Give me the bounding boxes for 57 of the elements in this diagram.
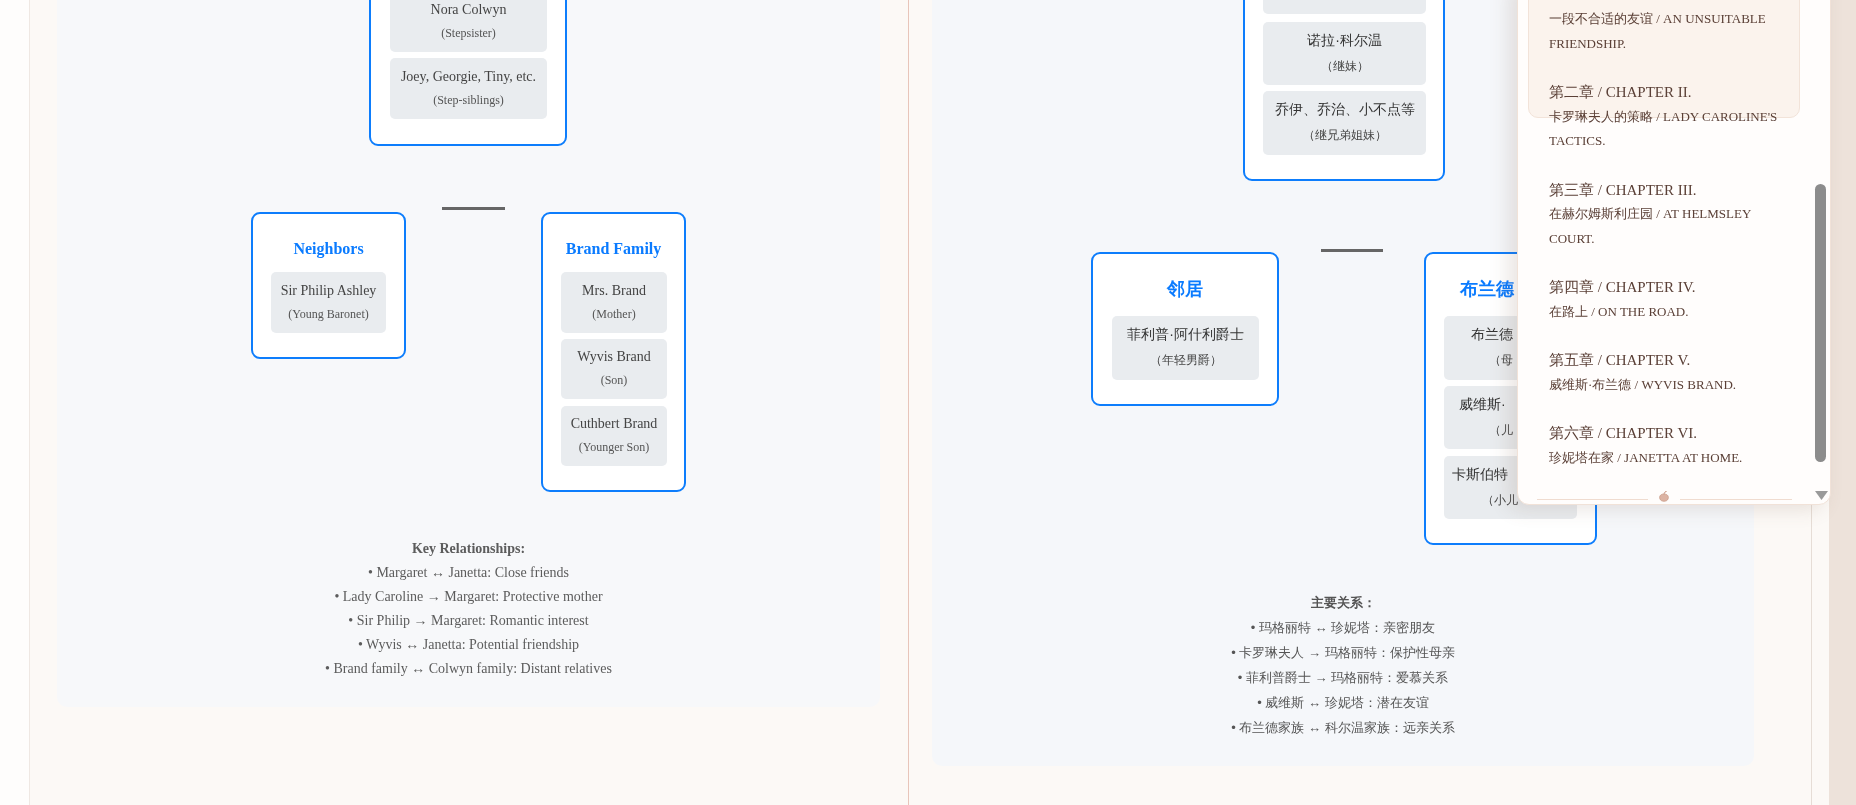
relationship-item: • 菲利普爵士 → 玛格丽特：爱慕关系 <box>1237 669 1449 687</box>
group-box <box>541 212 686 492</box>
group-title: 布兰德 <box>1460 278 1514 301</box>
character-name: Mrs. Brand <box>582 281 646 300</box>
chapter-heading: 第四章 / CHAPTER IV. <box>1549 278 1696 297</box>
character-role: （儿 <box>1489 421 1513 439</box>
character-role: (Younger Son) <box>578 439 650 456</box>
character-role: (Son) <box>600 372 628 389</box>
character-role: (Stepsister) <box>441 24 496 42</box>
character-role: （继兄弟姐妹） <box>1302 127 1387 144</box>
chapter-heading: 第五章 / CHAPTER V. <box>1549 351 1691 370</box>
chapter-heading: 第二章 / CHAPTER II. <box>1549 83 1692 102</box>
character-name: Joey, Georgie, Tiny, etc. <box>400 67 537 86</box>
dropdown-menu <box>1517 0 1831 505</box>
relationship-item: • 卡罗琳夫人 → 玛格丽特：保护性母亲 <box>1231 644 1455 662</box>
character-role: （母 <box>1489 352 1513 369</box>
character-name: 威维斯· <box>1459 394 1506 414</box>
relationships-heading: Key Relationships: <box>411 540 526 558</box>
character-name: 菲利普·阿什利爵士 <box>1127 325 1244 344</box>
group-title: Neighbors <box>293 239 364 259</box>
diagram-panel <box>57 0 880 707</box>
character-role: (Young Baronet) <box>288 305 369 323</box>
relationship-item: • Margaret ↔ Janetta: Close friends <box>368 564 569 582</box>
chapter-title: 威维斯·布兰德 / WYVIS BRAND. <box>1549 375 1737 394</box>
group-title: Brand Family <box>565 239 662 259</box>
character-role: （年轻男爵） <box>1149 352 1222 369</box>
character-name: 卡斯伯特 <box>1452 464 1508 484</box>
character-name: Wyvis Brand <box>577 348 651 366</box>
relationships-heading: 主要关系： <box>1310 594 1376 612</box>
chapter-title: 一段不合适的友谊 / AN UNSUITABLE FRIENDSHIP. <box>1549 10 1767 53</box>
character-name: Sir Philip Ashley <box>280 281 377 300</box>
relationship-item: • Brand family ↔ Colwyn family: Distant relatives <box>325 660 612 678</box>
relationship-item: • 威维斯 ↔ 珍妮塔：潜在友谊 <box>1257 694 1429 712</box>
chapter-title: 珍妮塔在家 / JANETTA AT HOME. <box>1549 448 1743 467</box>
relationship-item: • Sir Philip → Margaret: Romantic interest <box>348 612 589 630</box>
chapter-heading: 第六章 / CHAPTER VI. <box>1549 424 1698 443</box>
character-name: 诺拉·科尔温 <box>1307 30 1382 50</box>
chapter-title: 在赫尔姆斯利庄园 / AT HELMSLEY COURT. <box>1549 205 1752 248</box>
relationship-item: • 玛格丽特 ↔ 珍妮塔：亲密朋友 <box>1250 619 1436 637</box>
character-role: （继妹） <box>1320 57 1369 75</box>
chapter-heading: 第三章 / CHAPTER III. <box>1549 180 1697 200</box>
character-name: Cuthbert Brand <box>570 415 658 433</box>
character-role: (Step-siblings) <box>433 91 504 109</box>
character-name: Nora Colwyn <box>430 0 507 19</box>
character-role: （小儿 <box>1482 491 1518 509</box>
group-box <box>251 212 406 359</box>
chapter-title: 在路上 / ON THE ROAD. <box>1549 302 1689 321</box>
group-box <box>1091 252 1279 406</box>
character-name: 乔伊、乔治、小不点等 <box>1274 100 1415 119</box>
character-name: 布兰德 <box>1471 325 1513 344</box>
relationship-item: • Wyvis ↔ Janetta: Potential friendship <box>357 636 580 654</box>
relationship-item: • Lady Caroline → Margaret: Protective mother <box>334 588 603 606</box>
group-title: 邻居 <box>1167 278 1203 301</box>
relationship-item: • 布兰德家族 ↔ 科尔温家族：远亲关系 <box>1231 719 1455 737</box>
character-role: (Mother) <box>592 305 636 323</box>
chapter-title: 卡罗琳夫人的策略 / LADY CAROLINE'S TACTICS. <box>1549 107 1779 150</box>
group-box <box>369 0 567 146</box>
